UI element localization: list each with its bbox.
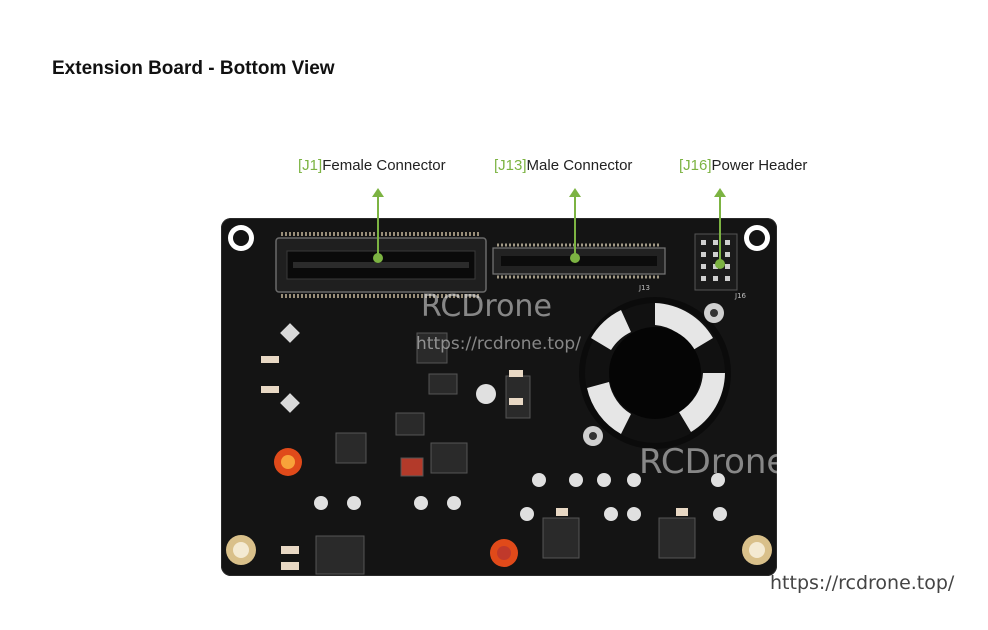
mounting-hole-top-left [228,225,254,251]
mounting-hole-bottom-left [226,535,256,565]
callout-j13-ref: [J13] [494,157,527,174]
callout-j1: [J1]Female Connector [298,157,446,174]
components [315,332,696,575]
cooling-fan [579,297,731,449]
extension-board-photo: J13 J16 [221,218,787,576]
board-watermark-brand-2: RCDrone [639,442,777,482]
callout-j13-label: Male Connector [526,157,633,174]
j13-male-connector: J13 [492,243,666,292]
copper-pads [274,448,518,567]
resistor-pads [261,356,688,570]
via-dots [314,384,727,521]
j1-female-connector [275,232,487,298]
mounting-hole-top-right [744,225,770,251]
board-watermark-brand: RCDrone [421,289,552,324]
diamond-components [280,323,300,413]
callout-j13-arrow [569,188,581,263]
callout-j16-label: Power Header [711,157,808,174]
mounting-hole-bottom-right [742,535,772,565]
watermark-url: https://rcdrone.top/ [770,572,955,594]
board-illustration: J13 J16 [226,225,787,575]
callout-j1-label: Female Connector [322,157,446,174]
callout-j1-arrow [372,188,384,263]
callout-j1-ref: [J1] [298,157,323,174]
j16-silkscreen: J16 [734,292,747,300]
callout-j16: [J16]Power Header [679,157,807,174]
callout-j16-arrow [714,188,726,269]
j13-silkscreen: J13 [638,284,650,292]
callout-j16-ref: [J16] [679,157,712,174]
callout-j13: [J13]Male Connector [494,157,632,174]
board-watermark-url: https://rcdrone.top/ [416,334,581,354]
page-title: Extension Board - Bottom View [52,58,335,79]
